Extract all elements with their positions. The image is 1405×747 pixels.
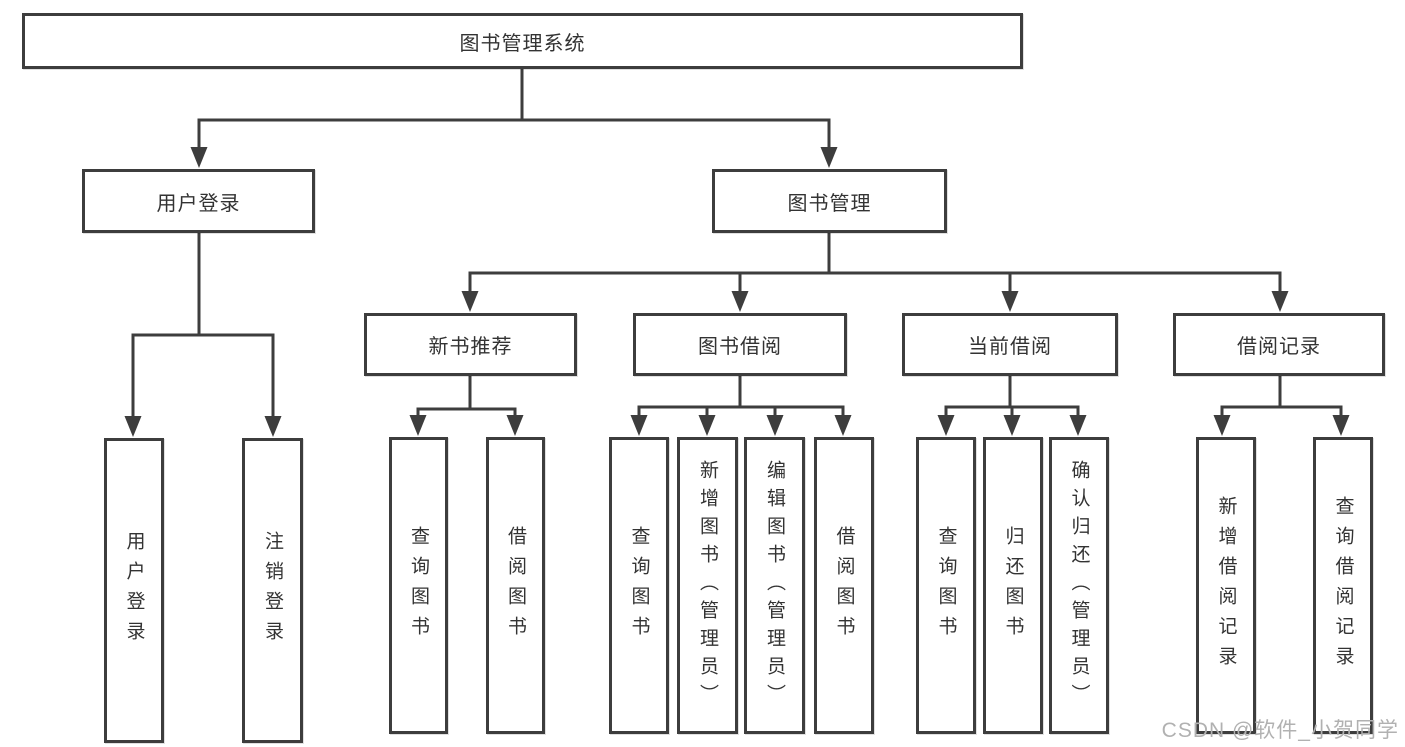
watermark: CSDN @软件_小贺同学	[1161, 719, 1399, 742]
node-book-borrowing: 图书借阅	[633, 313, 847, 376]
node-leaf-logout: 注销登录	[242, 438, 303, 743]
node-label: 新增图书（管理员）	[697, 459, 718, 712]
node-borrowing-records: 借阅记录	[1173, 313, 1385, 376]
node-label: 查询图书	[935, 525, 957, 646]
node-label: 用户登录	[156, 192, 241, 215]
node-label: 借阅图书	[505, 525, 526, 646]
node-label: 查询图书	[408, 525, 429, 646]
node-library-management-system: 图书管理系统	[22, 13, 1023, 69]
node-label: 查询图书	[628, 525, 650, 646]
node-label: 借阅图书	[833, 525, 855, 646]
node-label: 图书借阅	[698, 336, 782, 358]
node-leaf-query-books: 查询图书	[916, 437, 976, 734]
node-current-borrowing: 当前借阅	[902, 313, 1118, 376]
node-label: 图书管理系统	[459, 32, 586, 55]
node-label: 注销登录	[262, 530, 283, 651]
node-label: 确认归还（管理员）	[1068, 459, 1090, 712]
node-label: 新增借阅记录	[1215, 495, 1237, 676]
arrow-down-icon	[124, 147, 1350, 437]
node-label: 当前借阅	[968, 336, 1052, 358]
node-label: 编辑图书（管理员）	[764, 459, 785, 712]
node-new-book-recommendation: 新书推荐	[364, 313, 577, 376]
node-label: 新书推荐	[428, 336, 513, 358]
node-book-management: 图书管理	[712, 169, 947, 233]
node-leaf-add-book-admin: 新增图书（管理员）	[677, 437, 738, 734]
node-label: 查询借阅记录	[1332, 495, 1354, 676]
connector-line	[131, 69, 1343, 420]
node-leaf-query-books: 查询图书	[609, 437, 669, 734]
node-user-login: 用户登录	[82, 169, 315, 233]
node-leaf-query-books: 查询图书	[389, 437, 448, 734]
node-leaf-borrow-books: 借阅图书	[814, 437, 874, 734]
node-label: 用户登录	[123, 530, 145, 651]
node-leaf-borrow-books: 借阅图书	[486, 437, 545, 734]
node-leaf-return-book: 归还图书	[983, 437, 1043, 734]
node-label: 借阅记录	[1237, 336, 1321, 358]
node-leaf-query-borrow-record: 查询借阅记录	[1313, 437, 1373, 734]
node-leaf-confirm-return-admin: 确认归还（管理员）	[1049, 437, 1109, 734]
node-leaf-edit-book-admin: 编辑图书（管理员）	[744, 437, 805, 734]
node-leaf-user-login: 用户登录	[104, 438, 164, 743]
node-label: 归还图书	[1002, 525, 1024, 646]
node-leaf-add-borrow-record: 新增借阅记录	[1196, 437, 1256, 734]
node-label: 图书管理	[787, 192, 872, 215]
